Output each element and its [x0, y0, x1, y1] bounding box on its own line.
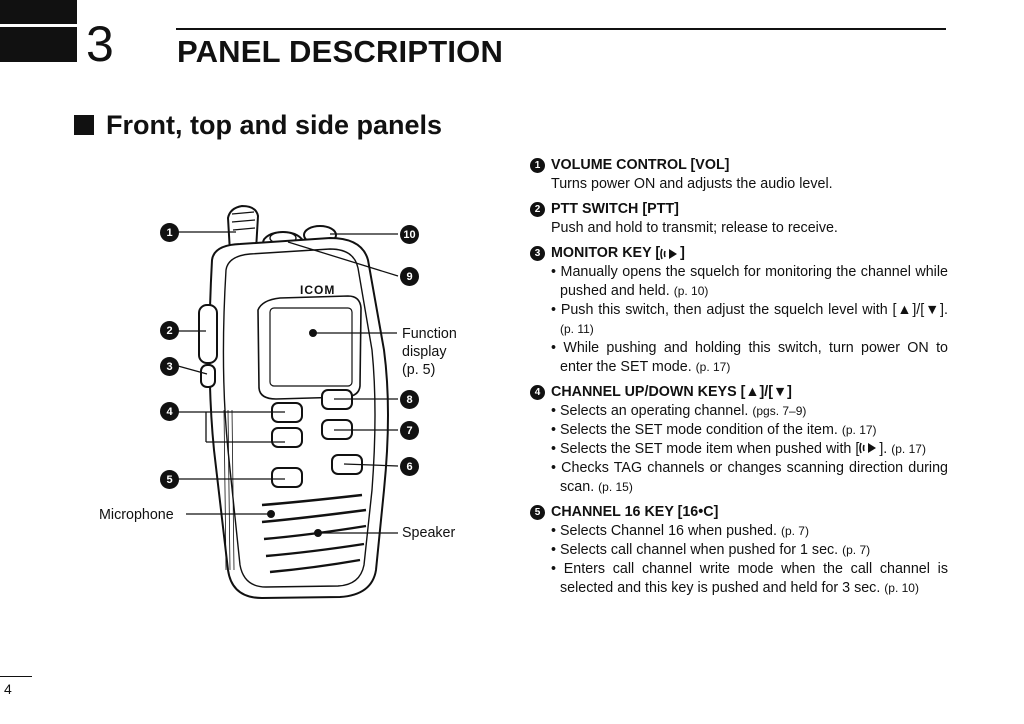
down-key — [271, 427, 303, 448]
monitor-icon — [660, 248, 678, 259]
bullet-item: • Selects the SET mode condition of the … — [551, 422, 877, 438]
desc-item-2: 2 PTT SWITCH [PTT] Push and hold to trans… — [530, 200, 948, 238]
bullet-item: • Manually opens the squelch for monitor… — [551, 264, 948, 299]
bullet-item: • While pushing and holding this switch,… — [551, 340, 948, 375]
page-ref: (p. 15) — [598, 480, 633, 494]
bullet-item: • Checks TAG channels or changes scannin… — [551, 460, 948, 495]
callout-9: 9 — [400, 267, 419, 286]
bullet-item: • Selects an operating channel. (pgs. 7–… — [551, 403, 807, 419]
page-ref: (p. 17) — [891, 442, 926, 456]
monitor-icon — [859, 442, 877, 454]
desc-item-3: 3 MONITOR KEY [] • Manually opens the squ… — [530, 244, 948, 377]
speaker-grille — [261, 493, 367, 574]
page-ref: (pgs. 7–9) — [752, 404, 807, 418]
side-monitor-key — [200, 364, 216, 388]
callout-10: 10 — [400, 225, 419, 244]
brand-logo: ICOM — [300, 283, 336, 297]
callout-3: 3 — [160, 357, 179, 376]
ch16-key — [271, 467, 303, 488]
number-badge: 5 — [530, 505, 545, 520]
number-badge: 4 — [530, 385, 545, 400]
callout-4: 4 — [160, 402, 179, 421]
item-title: CHANNEL 16 KEY [16•C] — [551, 504, 719, 520]
callout-5: 5 — [160, 470, 179, 489]
callout-2: 2 — [160, 321, 179, 340]
callout-8: 8 — [400, 390, 419, 409]
desc-item-1: 1 VOLUME CONTROL [VOL] Turns power ON and… — [530, 156, 948, 194]
bullet-item: • Selects the SET mode item when pushed … — [551, 441, 926, 457]
callout-6: 6 — [400, 457, 419, 476]
chapter-tab-divider — [0, 24, 77, 27]
number-badge: 3 — [530, 246, 545, 261]
section-heading: Front, top and side panels — [74, 110, 442, 141]
footer-rule — [0, 676, 32, 677]
display-screen — [269, 307, 353, 387]
item-title-post: ] — [680, 245, 685, 261]
page-ref: (p. 7) — [780, 524, 809, 538]
desc-item-5: 5 CHANNEL 16 KEY [16•C] • Selects Channel… — [530, 503, 948, 598]
square-bullet-icon — [74, 115, 94, 135]
number-badge: 1 — [530, 158, 545, 173]
callout-7: 7 — [400, 421, 419, 440]
item-title: PTT SWITCH [PTT] — [551, 201, 679, 217]
page-ref: (p. 10) — [673, 284, 709, 298]
display-frame — [257, 295, 362, 400]
page-ref: (p. 17) — [695, 360, 731, 374]
bullet-item: • Push this switch, then adjust the sque… — [551, 302, 948, 336]
callout-1: 1 — [160, 223, 179, 242]
bullet-item: • Enters call channel write mode when th… — [551, 561, 948, 596]
desc-item-4: 4 CHANNEL UP/DOWN KEYS [▲]/[▼] • Selects … — [530, 383, 948, 497]
item-title: VOLUME CONTROL [VOL] — [551, 157, 730, 173]
section-heading-text: Front, top and side panels — [106, 110, 443, 140]
chapter-tab — [0, 0, 77, 62]
page-ref: (p. 7) — [842, 543, 871, 557]
page-number: 4 — [4, 681, 12, 697]
page-ref: (p. 10) — [884, 581, 919, 595]
page-ref: (p. 11) — [560, 322, 594, 336]
item-text: Turns power ON and adjusts the audio lev… — [551, 176, 833, 192]
item-title-pre: MONITOR KEY [ — [551, 245, 661, 261]
radio-illustration — [177, 204, 399, 600]
function-display-label: Function display (p. 5) — [402, 326, 457, 378]
number-badge: 2 — [530, 202, 545, 217]
side-ptt-switch — [198, 304, 218, 364]
title-rule — [176, 28, 946, 30]
item-title: CHANNEL UP/DOWN KEYS [▲]/[▼] — [551, 384, 792, 400]
radio-diagram: 1 10 9 2 3 4 5 8 7 6 ICOM Function displ… — [0, 150, 520, 650]
speaker-label: Speaker — [402, 525, 456, 541]
bullet-item: • Selects Channel 16 when pushed. (p. 7) — [551, 523, 809, 539]
page-ref: (p. 17) — [841, 423, 877, 437]
microphone-label: Microphone — [99, 507, 174, 523]
item-text: Push and hold to transmit; release to re… — [551, 220, 838, 236]
chapter-number: 3 — [86, 16, 114, 72]
bullet-item: • Selects call channel when pushed for 1… — [551, 542, 871, 558]
panel-descriptions: 1 VOLUME CONTROL [VOL] Turns power ON and… — [530, 156, 948, 604]
chapter-title: PANEL DESCRIPTION — [177, 34, 504, 69]
